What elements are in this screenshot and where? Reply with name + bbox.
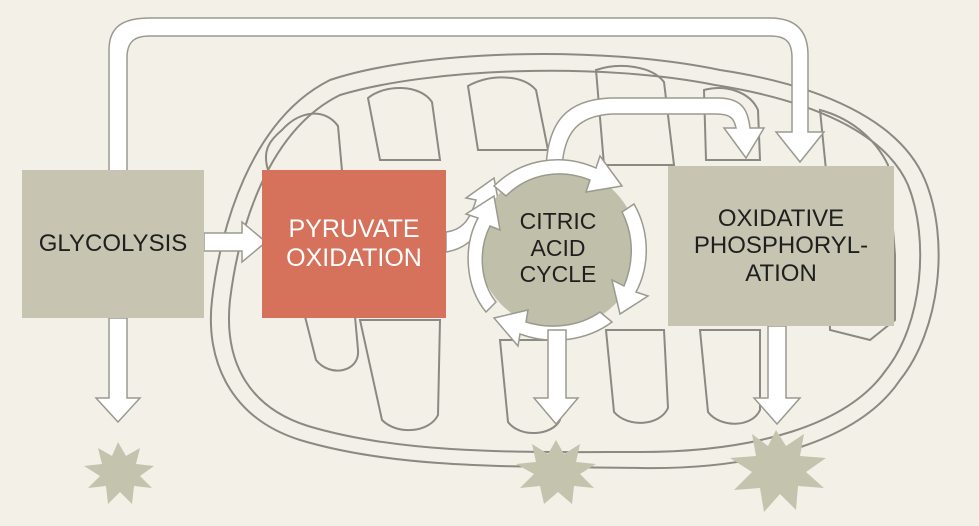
arrow-oxphos-down [752, 325, 802, 426]
glycolysis-box [22, 170, 204, 318]
cycle-ring-arrows [464, 154, 650, 348]
oxidative-phosphorylation-line1: OXIDATIVE [717, 204, 845, 232]
citric-acid-cycle-line2: ACID [530, 234, 586, 261]
energy-burst-icon [730, 430, 826, 512]
citric-acid-cycle-circle [478, 168, 638, 328]
energy-burst-icon [516, 440, 596, 504]
oxidative-phosphorylation-line3: ATION [745, 259, 817, 287]
oxidative-phosphorylation-line2: PHOSPHORYL- [693, 232, 869, 260]
pyruvate-oxidation-box [262, 170, 446, 318]
citric-acid-cycle-label: CITRIC ACID CYCLE [488, 190, 628, 306]
oxidative-phosphorylation-label: OXIDATIVE PHOSPHORYL- ATION [668, 166, 894, 326]
glycolysis-text: GLYCOLYSIS [38, 230, 188, 258]
arrow-glycolysis-to-pyruvate [203, 220, 268, 264]
oxidative-phosphorylation-box [668, 166, 894, 326]
arrow-glycolysis-to-oxphos [108, 17, 826, 173]
energy-burst-icon [84, 442, 154, 504]
arrow-cycle-down [532, 329, 580, 426]
arrow-cycle-to-oxphos [545, 97, 766, 169]
arrow-glycolysis-down [94, 317, 142, 424]
pyruvate-oxidation-label: PYRUVATE OXIDATION [262, 170, 446, 318]
citric-acid-cycle-line3: CYCLE [519, 261, 597, 288]
mitochondrion-inner-membrane [228, 69, 922, 454]
pyruvate-oxidation-line2: OXIDATION [286, 244, 422, 272]
pyruvate-oxidation-line1: PYRUVATE [288, 215, 420, 244]
citric-acid-cycle-line1: CITRIC [519, 208, 597, 235]
glycolysis-label: GLYCOLYSIS [22, 170, 204, 318]
